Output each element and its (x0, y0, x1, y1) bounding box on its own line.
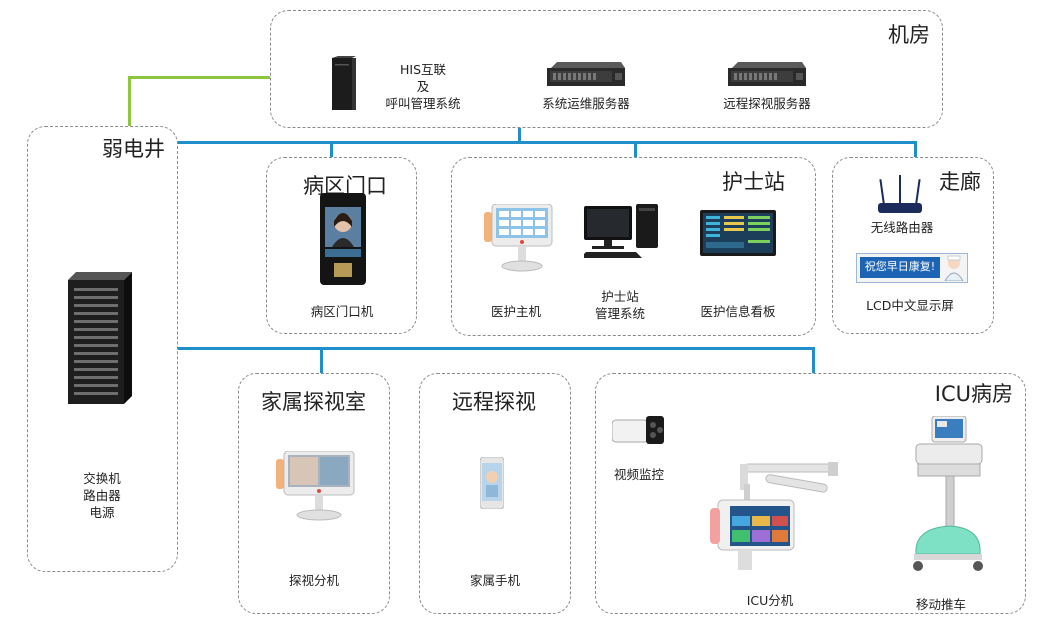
zone-title: 护士站 (722, 170, 785, 194)
camera-icon (612, 416, 666, 446)
zone-title: 弱电井 (102, 137, 165, 161)
nurse-system-label-1: 护士站 (601, 289, 639, 304)
drop-nurse-station (634, 141, 637, 159)
icu-unit-label: ICU分机 (746, 593, 794, 608)
medical-host-label: 医护主机 (490, 304, 541, 319)
drop-ward-entrance (330, 141, 333, 159)
his-server-label-2: 及 (416, 79, 430, 94)
network-line-top (177, 141, 916, 144)
zone-title: 家属探视室 (261, 390, 366, 414)
rack-label-1: 交换机 (83, 471, 121, 486)
medical-host-icon (484, 204, 554, 272)
zone-corridor: 走廊 (832, 157, 994, 334)
zone-title: ICU病房 (934, 382, 1013, 406)
rack-server-icon (728, 62, 806, 86)
link-line-vertical (128, 76, 131, 126)
nurse-system-label-2: 管理系统 (594, 306, 645, 321)
wifi-router-label: 无线路由器 (870, 220, 934, 235)
family-phone-label: 家属手机 (469, 573, 520, 588)
zone-icu-ward: ICU病房 (595, 373, 1026, 614)
info-board-label: 医护信息看板 (700, 304, 776, 319)
camera-label: 视频监控 (613, 467, 664, 482)
lcd-display-label: LCD中文显示屏 (866, 298, 954, 313)
drop-corridor (914, 141, 917, 159)
zone-title: 走廊 (939, 170, 981, 194)
mobile-cart-label: 移动推车 (915, 597, 966, 612)
visit-terminal-icon (276, 451, 356, 521)
lcd-display-screen: 祝您早日康复! (856, 253, 968, 283)
door-unit-label: 病区门口机 (310, 304, 374, 319)
zone-title: 机房 (888, 23, 930, 47)
his-server-label-1: HIS互联 (399, 62, 447, 77)
drop-server-room (518, 126, 521, 142)
tower-server-icon (332, 56, 356, 110)
lcd-display-text: 祝您早日康复! (864, 260, 936, 273)
wifi-router-icon (878, 175, 922, 215)
network-cabinet-icon (68, 272, 132, 404)
icu-unit-icon (710, 462, 840, 574)
rack-server-icon (547, 62, 625, 86)
zone-family-room: 家属探视室 (238, 373, 390, 614)
visit-unit-label: 探视分机 (288, 573, 339, 588)
link-line-horizontal (128, 76, 270, 79)
remote-server-label: 远程探视服务器 (723, 96, 811, 111)
mobile-phone-icon (480, 457, 504, 509)
rack-label-2: 路由器 (83, 488, 121, 503)
ops-server-label: 系统运维服务器 (542, 96, 630, 111)
his-server-label-3: 呼叫管理系统 (385, 96, 461, 111)
network-line-bottom (177, 347, 815, 350)
info-board-icon (700, 210, 776, 256)
zone-title: 远程探视 (452, 390, 536, 414)
drop-family-room (320, 347, 323, 373)
mobile-cart-icon (906, 416, 986, 576)
door-terminal-icon (320, 193, 366, 285)
drop-icu-ward (812, 347, 815, 375)
desktop-computer-icon (584, 204, 660, 258)
rack-label-3: 电源 (89, 505, 115, 520)
